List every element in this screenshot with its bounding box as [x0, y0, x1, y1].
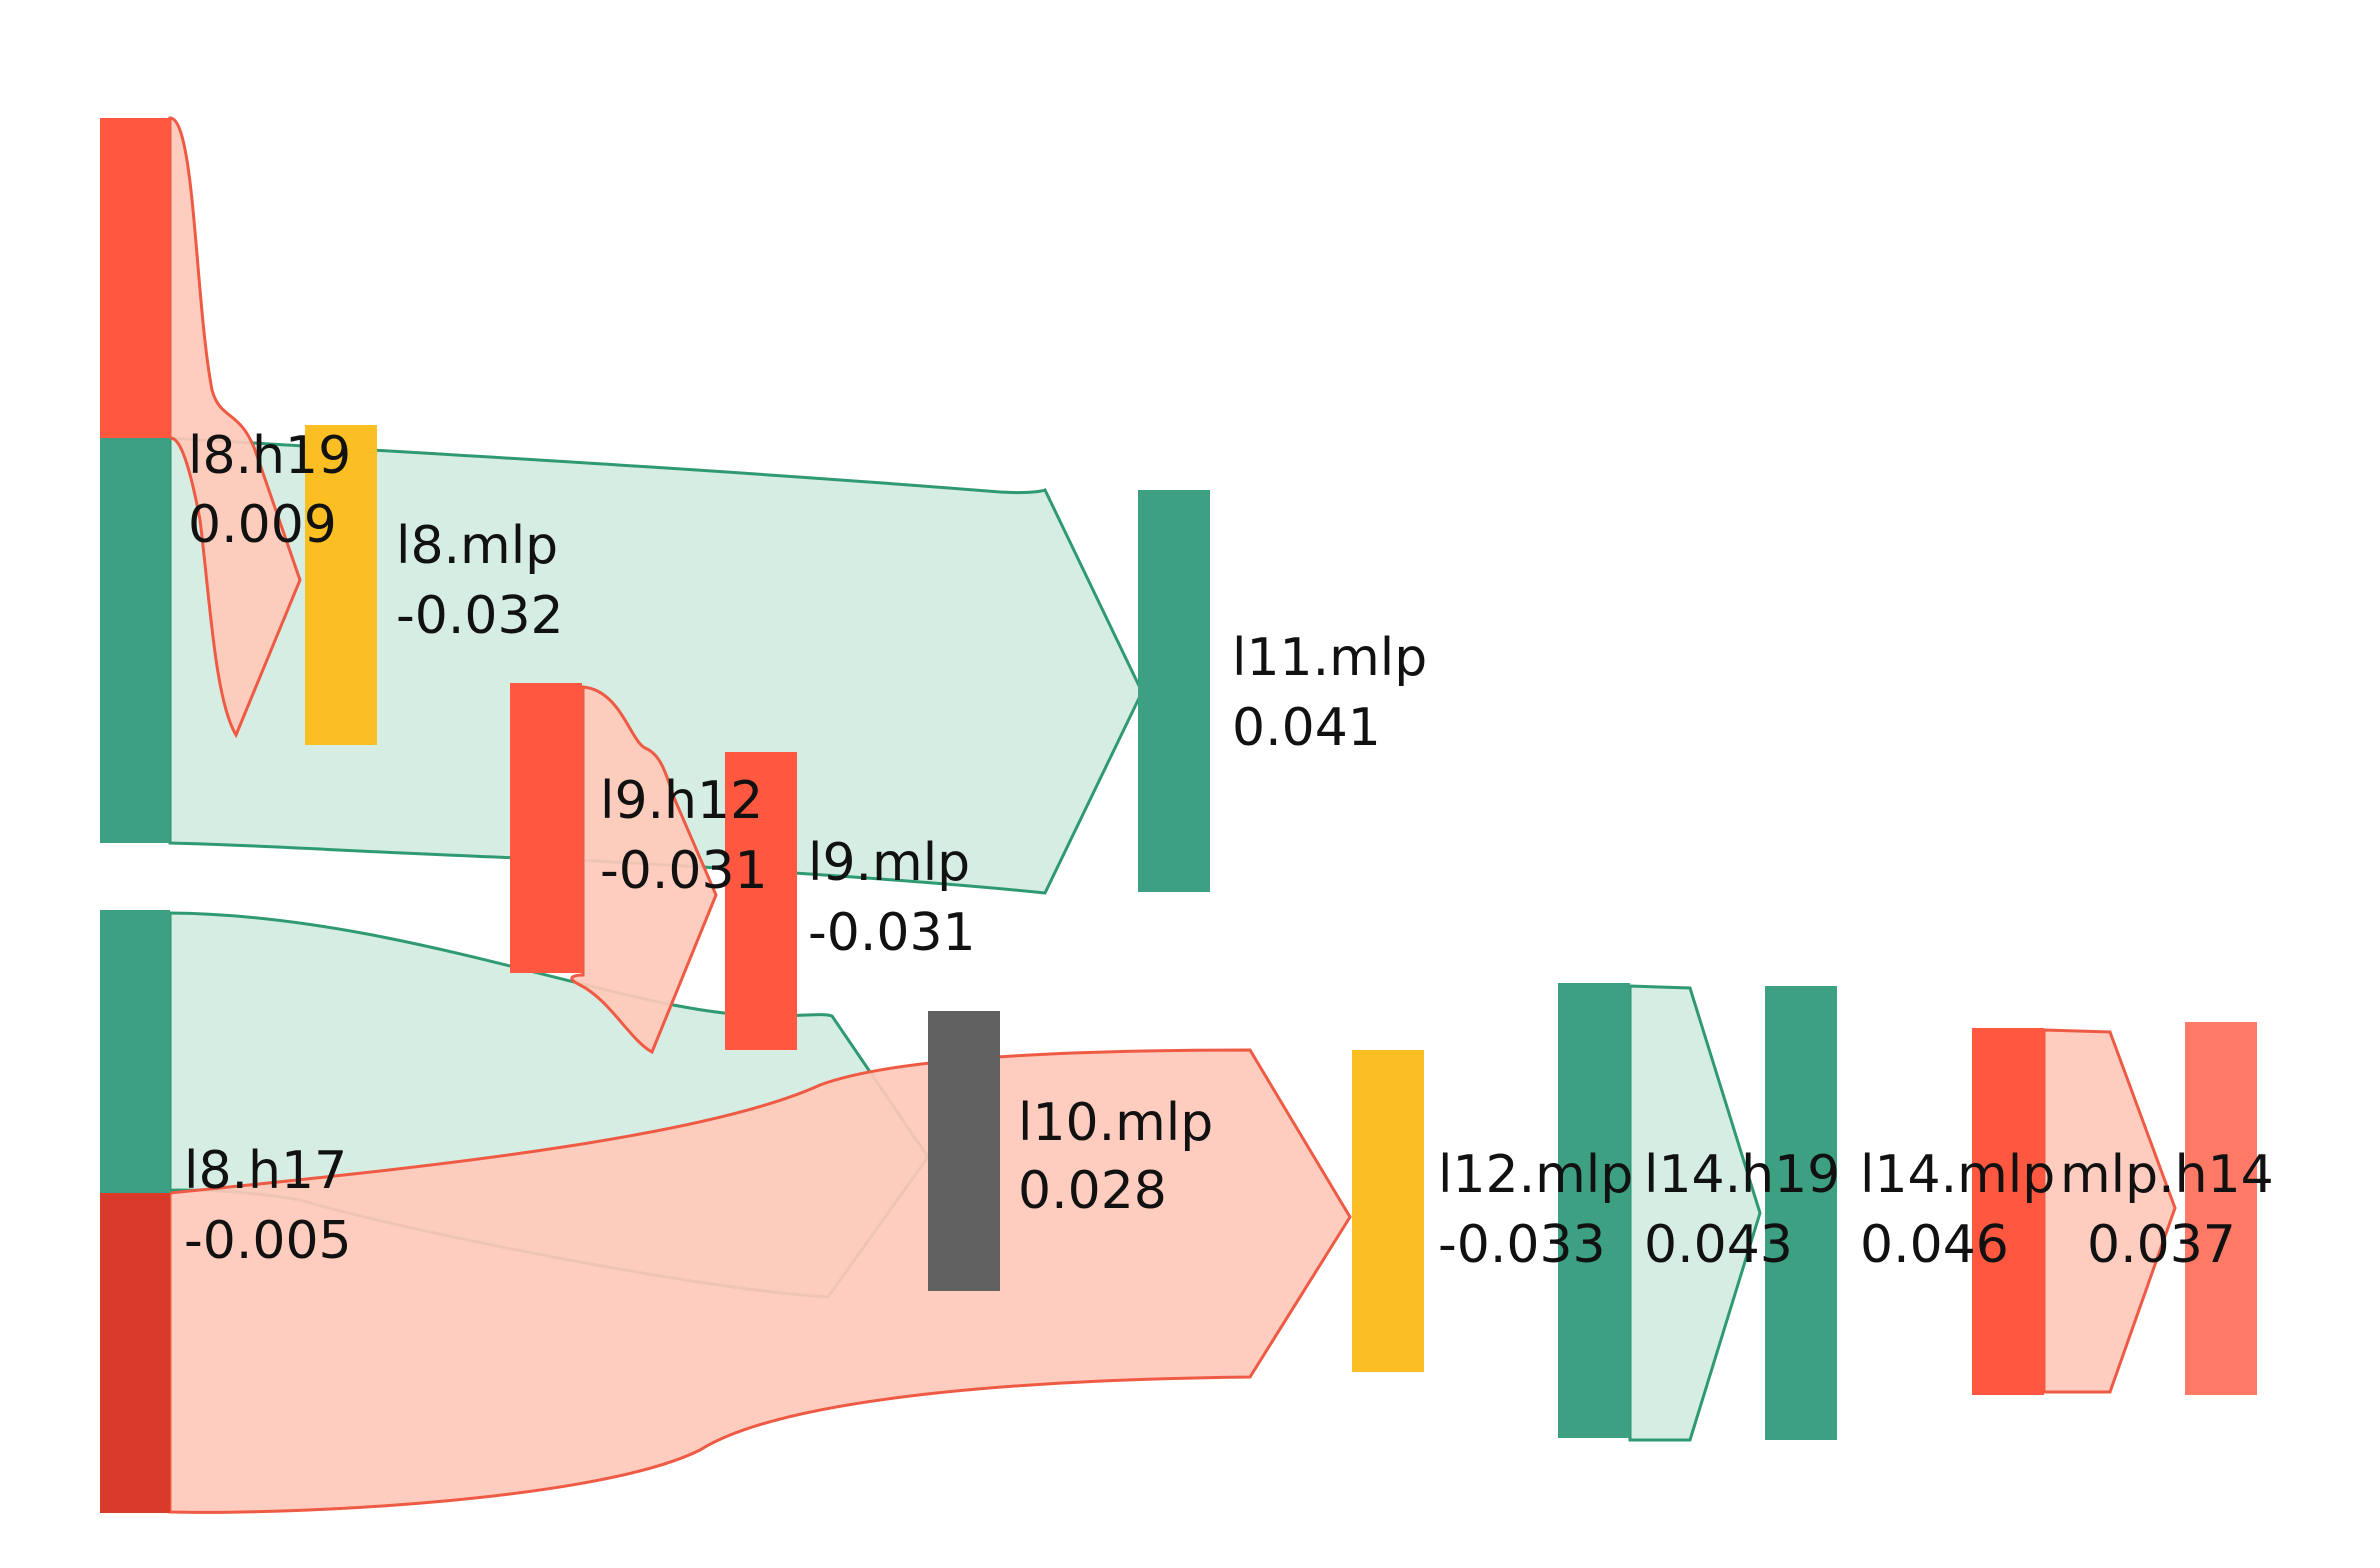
label-l8-h17-name: l8.h17 [184, 1141, 347, 1201]
node-l11-mlp [1138, 490, 1210, 892]
node-l9-h12 [510, 683, 582, 973]
label-l11-mlp-name: l11.mlp [1232, 628, 1427, 688]
node-l9-mlp [725, 752, 797, 1050]
label-l11-mlp-value: 0.041 [1232, 698, 1381, 758]
label-mlp-h14-name: mlp.h14 [2060, 1145, 2274, 1205]
label-l10-mlp-name: l10.mlp [1018, 1093, 1213, 1153]
label-l8-mlp-value: -0.032 [396, 586, 564, 646]
label-mlp-h14-value: 0.037 [2087, 1215, 2236, 1275]
label-l10-mlp-value: 0.028 [1018, 1161, 1167, 1221]
flow-green-to-l11-mlp [168, 436, 1144, 895]
label-l8-h19-name: l8.h19 [188, 426, 351, 486]
flows [168, 116, 2177, 1514]
label-l9-h12-value: -0.031 [600, 841, 768, 901]
flow-red-to-l8-mlp [168, 116, 302, 739]
node-src-red-top [100, 118, 170, 438]
node-h14-bar [2185, 1022, 2257, 1395]
node-src-red-bottom [100, 1193, 170, 1513]
flow-red-to-l12-mlp [168, 1048, 1352, 1514]
nodes [100, 118, 2257, 1513]
label-l9-h12-name: l9.h12 [600, 771, 763, 831]
node-l8-mlp [305, 425, 377, 745]
labels: l8.h19 0.009 l8.mlp -0.032 l9.h12 -0.031… [184, 426, 2274, 1275]
node-l14-mlp-bar [1765, 986, 1837, 1440]
label-l9-mlp-name: l9.mlp [808, 833, 970, 893]
node-src-green-bottom [100, 910, 170, 1193]
node-src-green-top [100, 438, 170, 843]
node-l10-mlp [928, 1011, 1000, 1291]
label-l8-h17-value: -0.005 [184, 1211, 352, 1271]
node-l14-h19-bar [1558, 983, 1630, 1438]
flow-red-to-l9-mlp [570, 685, 718, 1055]
label-l14-h19-name: l14.h19 [1644, 1145, 1840, 1205]
label-l12-mlp-name: l12.mlp [1438, 1145, 1633, 1205]
flow-green-to-l14-mlp [1628, 984, 1762, 1442]
label-l8-mlp-name: l8.mlp [396, 516, 558, 576]
label-l14-mlp-value: 0.046 [1860, 1215, 2009, 1275]
node-mlp-bar [1972, 1028, 2044, 1395]
node-l12-mlp [1352, 1050, 1424, 1372]
label-l9-mlp-value: -0.031 [808, 903, 976, 963]
label-l8-h19-value: 0.009 [188, 495, 337, 555]
label-l14-mlp-name: l14.mlp [1860, 1145, 2055, 1205]
flow-red-to-h14 [2042, 1028, 2177, 1394]
label-l14-h19-value: 0.043 [1644, 1215, 1793, 1275]
label-l12-mlp-value: -0.033 [1438, 1215, 1606, 1275]
